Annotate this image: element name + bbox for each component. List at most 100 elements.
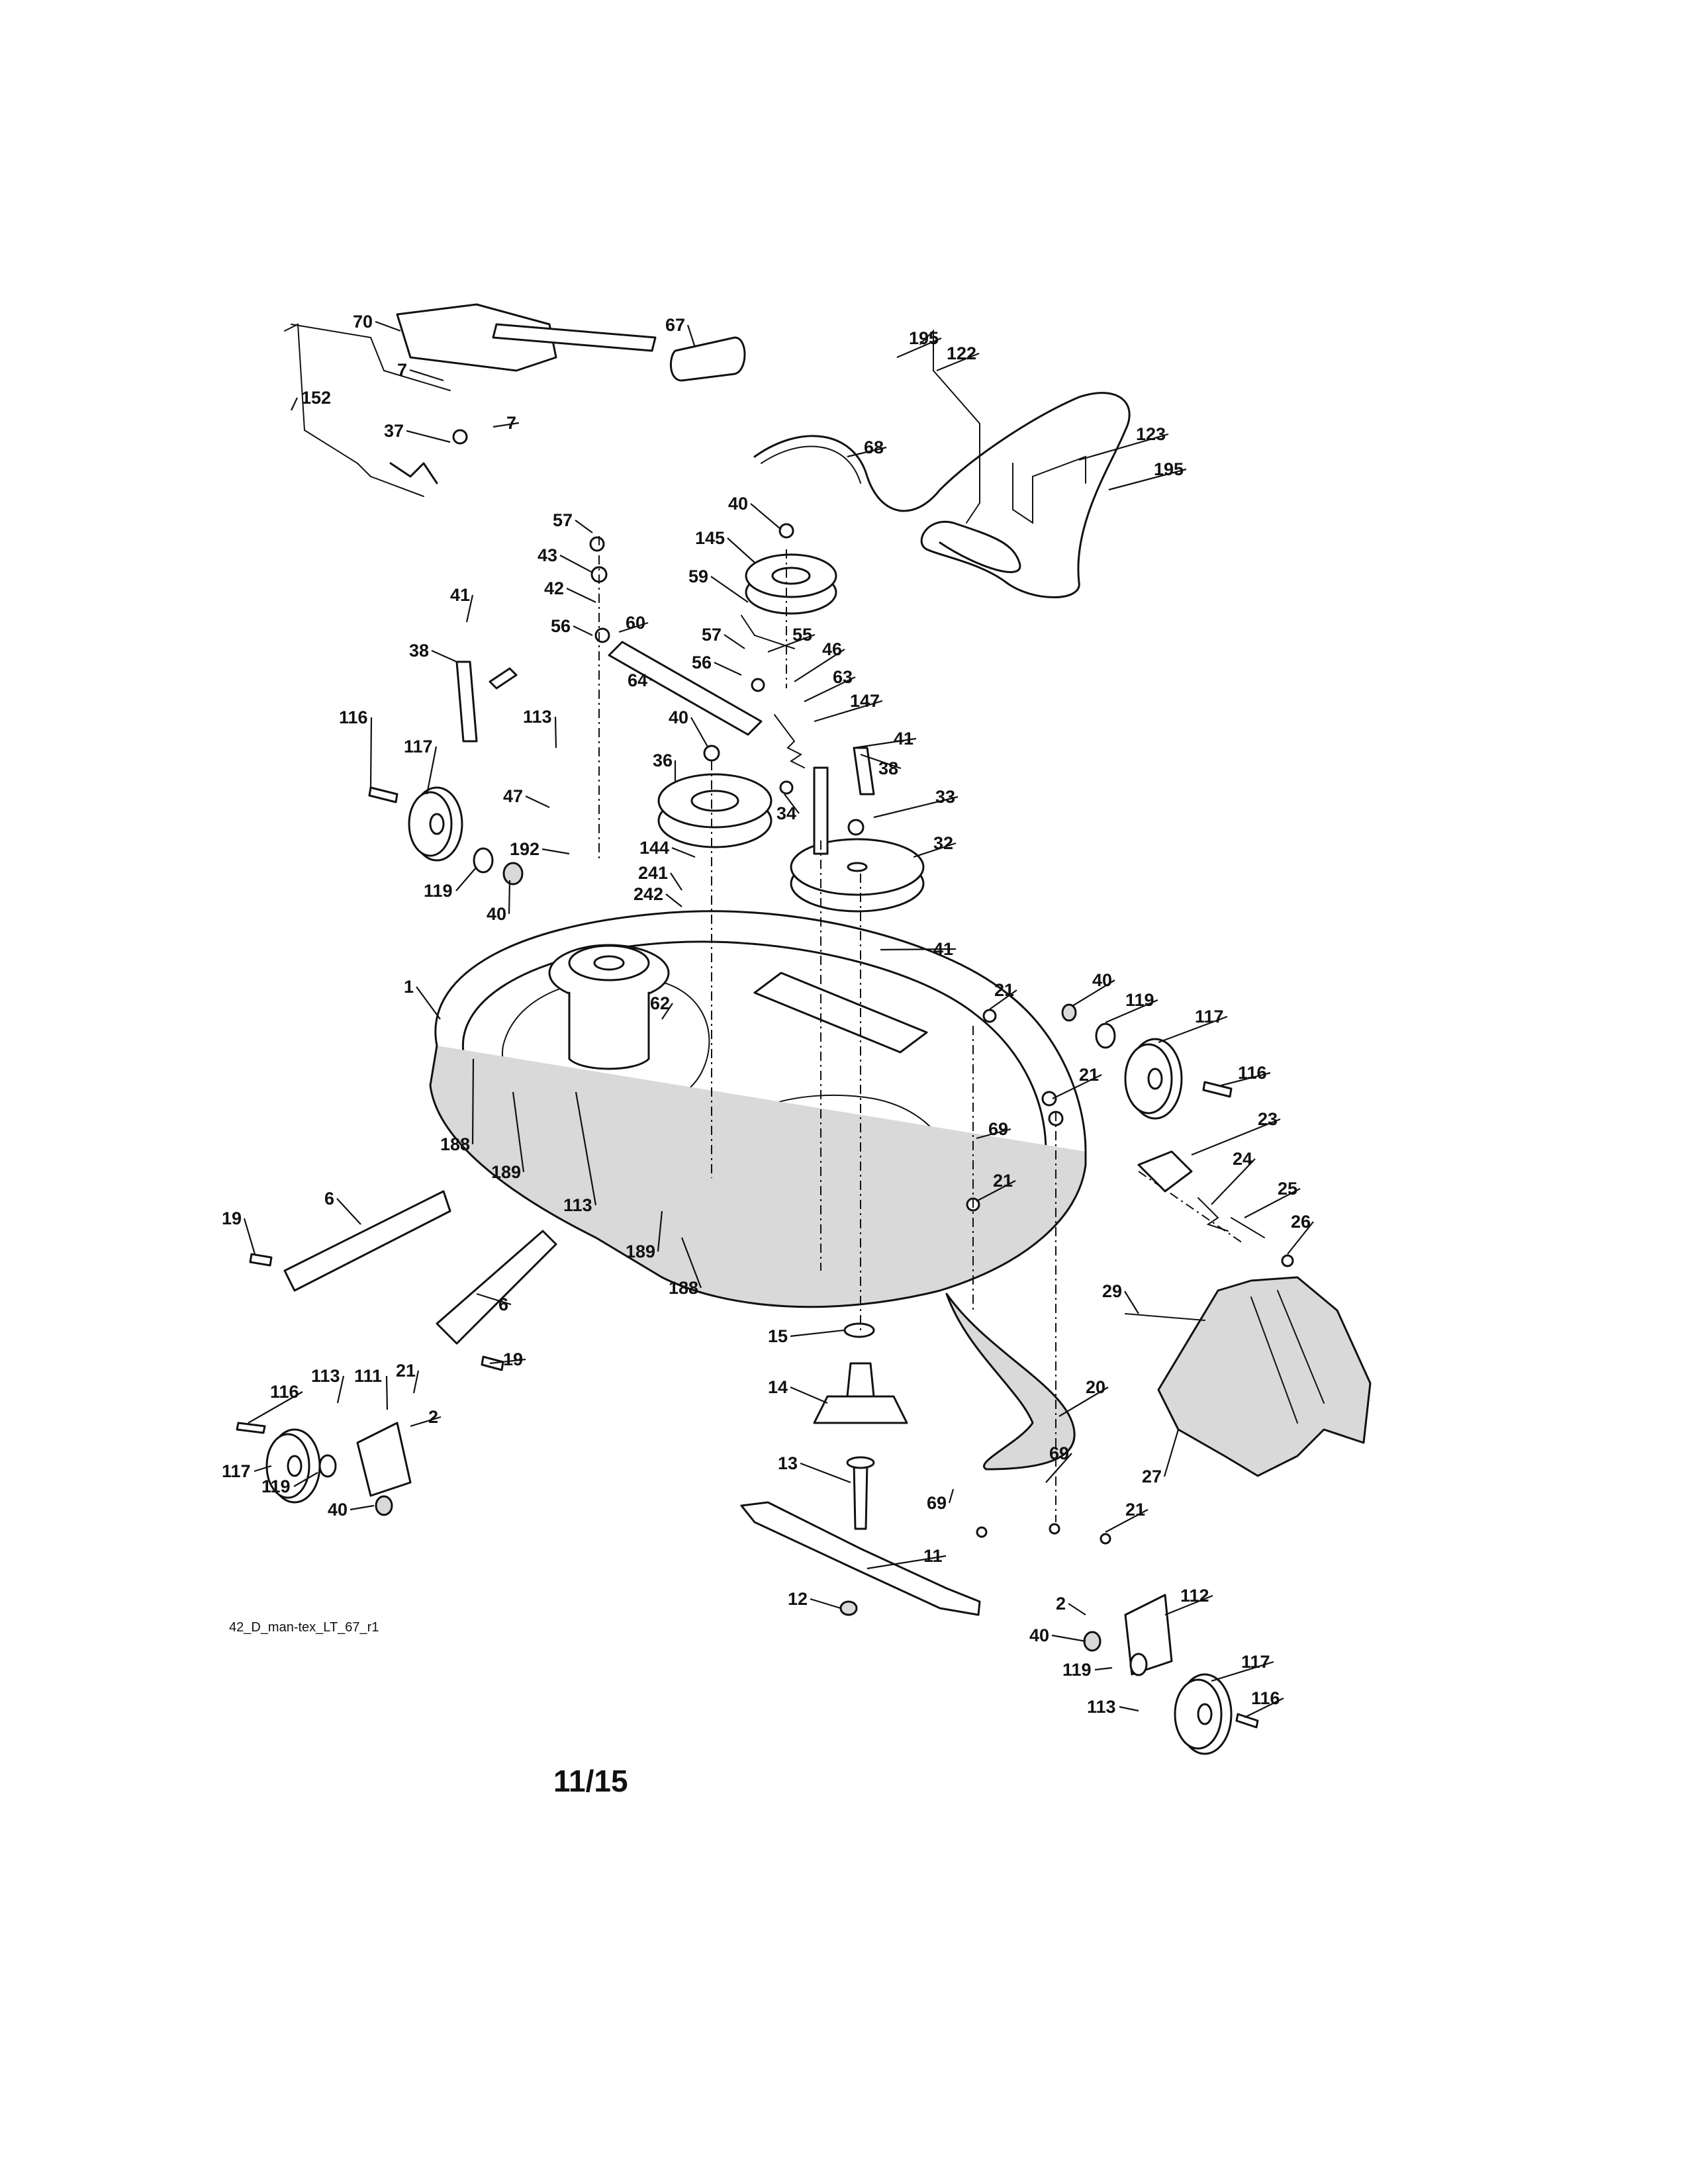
callout-label: 192 [510, 839, 539, 859]
callout-label: 23 [1258, 1109, 1278, 1129]
callout-p-64: 64 [628, 670, 653, 690]
callout-leader [243, 1218, 256, 1255]
callout-label: 19 [222, 1208, 242, 1228]
callout-p-40a: 40 [728, 494, 782, 530]
callout-leader [293, 1472, 318, 1487]
callout-p-2b: 2 [1056, 1594, 1086, 1615]
callout-p-69c: 69 [927, 1488, 955, 1513]
callout-p-21e: 21 [1105, 1500, 1149, 1533]
callout-label: 42 [544, 578, 564, 598]
callout-label: 36 [653, 751, 673, 770]
callout-p-20: 20 [1058, 1377, 1109, 1417]
callout-label: 145 [695, 528, 725, 548]
callout-leader [790, 1386, 828, 1404]
callout-leader [1244, 1188, 1301, 1218]
cutting-blade [740, 1501, 981, 1616]
callout-leader [1119, 1706, 1139, 1712]
callout-label: 56 [692, 653, 712, 672]
callout-label: 40 [728, 494, 748, 514]
callout-p-116d: 116 [1244, 1688, 1284, 1718]
callout-label: 13 [778, 1453, 798, 1473]
callout-p-19b: 19 [489, 1349, 526, 1369]
callout-leader [853, 737, 917, 749]
callout-leader [431, 649, 457, 663]
callout-p-69b: 69 [1045, 1443, 1072, 1483]
callout-p-117a: 117 [404, 737, 438, 795]
callout-leader [989, 989, 1017, 1010]
callout-leader [1105, 1509, 1149, 1533]
callout-p-41c: 41 [880, 939, 957, 959]
callout-p-62: 62 [650, 993, 673, 1020]
callout-p-111: 111 [354, 1366, 389, 1410]
callout-leader [1164, 1594, 1213, 1616]
callout-p-38b: 38 [860, 753, 902, 778]
callout-label: 147 [850, 691, 880, 711]
callout-leader [794, 649, 845, 682]
callout-label: 68 [864, 437, 884, 457]
callout-leader [1052, 1074, 1102, 1099]
callout-p-29: 29 [1102, 1281, 1139, 1314]
callout-leader [1094, 1666, 1113, 1671]
callout-p-7b: 7 [492, 413, 520, 433]
callout-leader [336, 1375, 345, 1404]
callout-label: 123 [1136, 424, 1166, 444]
callout-p-38a: 38 [409, 641, 457, 663]
callout-label: 113 [1087, 1697, 1116, 1717]
callout-p-40f: 40 [1029, 1625, 1086, 1645]
callout-leader [1211, 1158, 1256, 1205]
callout-label: 47 [503, 786, 523, 806]
callout-p-33: 33 [873, 787, 959, 819]
callout-label: 188 [440, 1134, 470, 1154]
callout-p-26: 26 [1287, 1212, 1314, 1255]
callout-leader [800, 1462, 851, 1484]
callout-label: 70 [353, 312, 373, 332]
callout-label: 14 [768, 1377, 788, 1397]
callout-leader [476, 1293, 512, 1306]
lift-linkage [284, 303, 657, 497]
callout-p-23: 23 [1191, 1109, 1281, 1156]
callout-p-119b: 119 [1105, 990, 1158, 1024]
callout-label: 7 [397, 360, 407, 380]
callout-leader [710, 576, 749, 603]
callout-label: 43 [538, 545, 557, 565]
callout-p-113b: 113 [563, 1091, 597, 1215]
callout-leader [804, 676, 856, 702]
callout-leader [416, 986, 441, 1020]
callout-leader [455, 866, 477, 891]
callout-leader [336, 1198, 361, 1225]
callout-p-14: 14 [768, 1377, 828, 1404]
gauge-wheel-front-left [368, 786, 524, 886]
callout-leader [1058, 1387, 1109, 1417]
callout-leader [1211, 1661, 1274, 1682]
callout-p-145: 145 [695, 528, 755, 563]
callout-leader [566, 588, 596, 603]
fasteners [589, 523, 1111, 1545]
callout-leader [661, 1003, 673, 1020]
deck-brackets [249, 1190, 557, 1371]
callout-leader [976, 1180, 1016, 1202]
callout-label: 119 [261, 1477, 291, 1496]
idler-arm [608, 615, 805, 768]
callout-p-188b: 188 [669, 1237, 702, 1298]
callout-p-116c: 116 [248, 1382, 303, 1424]
callout-label: 21 [1079, 1065, 1099, 1085]
callout-p-55: 55 [767, 625, 816, 653]
callout-label: 113 [563, 1195, 592, 1215]
callout-p-43: 43 [538, 545, 593, 573]
adjust-knob [669, 336, 746, 382]
callout-leader [541, 848, 570, 855]
callout-leader [670, 872, 682, 891]
callout-leader [350, 1504, 375, 1511]
callout-label: 41 [450, 585, 470, 605]
callout-leader [254, 1465, 272, 1473]
callout-leader [465, 594, 474, 623]
callout-leader [1108, 468, 1187, 491]
callout-p-25: 25 [1244, 1179, 1301, 1218]
gauge-wheel-rear-left [236, 1422, 412, 1516]
callout-leader [248, 1391, 303, 1424]
callout-p-41a: 41 [450, 585, 474, 623]
callout-label: 56 [551, 616, 571, 636]
callout-p-2a: 2 [410, 1407, 442, 1428]
callout-p-70: 70 [353, 312, 401, 332]
